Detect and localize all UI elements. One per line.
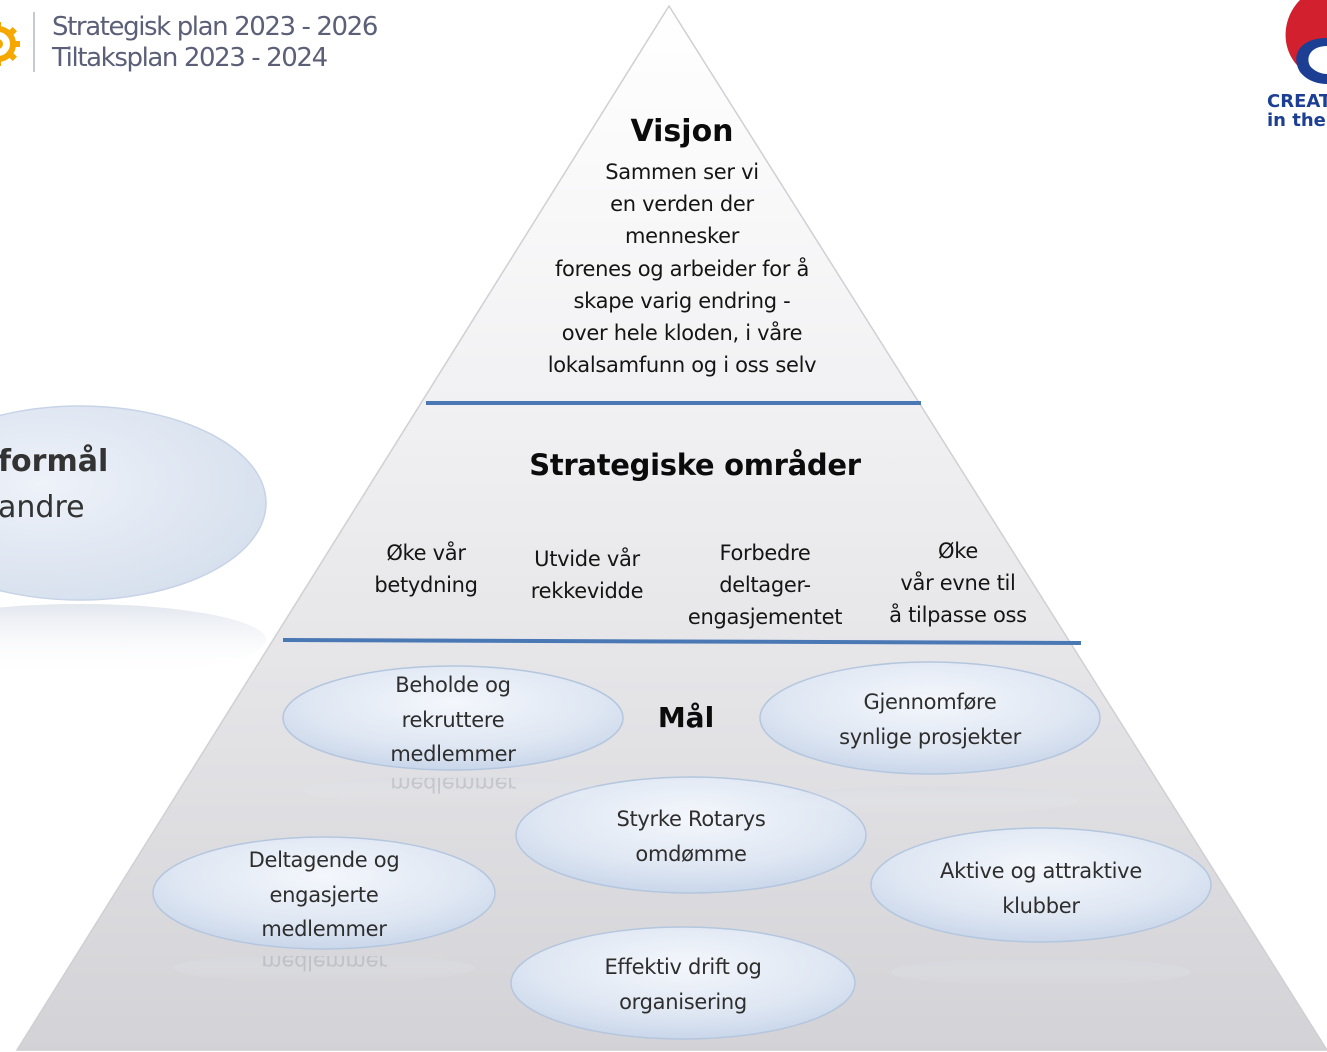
vision-statement: Sammen ser vi en verden der mennesker fo…: [482, 156, 882, 381]
goal-line: Beholde og: [395, 673, 511, 697]
vision-title: Visjon: [630, 114, 734, 149]
goal-ellipse-clubs: [870, 827, 1212, 943]
strategic-area-adapt: Øke vår evne til å tilpasse oss: [868, 535, 1048, 631]
strategic-area-line: Øke: [938, 539, 978, 563]
goal-ellipse-operations: [510, 926, 856, 1040]
goal-line: medlemmer: [390, 742, 516, 766]
goal-line: Gjennomføre: [863, 690, 997, 714]
strategic-area-line: deltager-: [719, 573, 811, 597]
goal-line: klubber: [1002, 893, 1080, 918]
goal-line: rekruttere: [401, 707, 505, 732]
goal-line: omdømme: [635, 841, 747, 866]
goal-engaged-reflection: medlemmer: [261, 956, 387, 974]
goal-reputation: Styrke Rotarys omdømme: [591, 802, 791, 871]
header-action-plan: Tiltaksplan 2023 - 2024: [52, 43, 328, 73]
strategic-area-line: Forbedre: [719, 541, 811, 565]
goal-active-clubs: Aktive og attraktive klubber: [921, 854, 1161, 923]
goal-engaged-members: Deltagende og engasjerte medlemmer: [214, 843, 434, 947]
purpose-text-line2: andre: [0, 490, 85, 525]
strategic-area-impact: Øke vår betydning: [346, 537, 506, 601]
strategic-area-line: vår evne til: [900, 571, 1016, 595]
strategic-area-line: rekkevidde: [530, 579, 644, 603]
strategic-area-line: å tilpasse oss: [889, 603, 1027, 627]
goals-title: Mål: [657, 701, 715, 734]
vision-line: Sammen ser vi: [605, 160, 759, 184]
goal-visible-projects: Gjennomføre synlige prosjekter: [800, 685, 1060, 754]
vision-line: en verden der: [610, 192, 754, 217]
strategic-area-line: engasjementet: [687, 605, 843, 629]
goal-line: Effektiv drift og: [604, 955, 762, 979]
rotary-wheel-logo: [0, 22, 20, 66]
brand-mark-logo: [1285, 0, 1327, 84]
vision-line: mennesker: [624, 224, 740, 249]
goal-retain-members: Beholde og rekruttere medlemmer: [353, 668, 553, 772]
purpose-ellipse: [0, 405, 267, 601]
brand-text-line1: CREAT: [1267, 91, 1327, 112]
purpose-ellipse-reflection: [0, 604, 266, 676]
goal-retain-reflection: medlemmer: [390, 778, 516, 796]
strategic-areas-title: Strategiske områder: [529, 448, 861, 482]
strategic-area-line: Øke vår: [386, 541, 466, 565]
vision-line: skape varig endring -: [573, 288, 791, 313]
goal-ellipse-members: [152, 836, 496, 950]
vision-line: forenes og arbeider for å: [554, 256, 810, 281]
goal-line: organisering: [619, 989, 747, 1014]
goal-line: engasjerte: [269, 882, 379, 907]
strategic-area-line: betydning: [374, 573, 478, 597]
vision-line: lokalsamfunn og i oss selv: [547, 353, 817, 378]
vision-line: over hele kloden, i våre: [561, 321, 803, 346]
goal-ellipse-retain: [282, 665, 624, 771]
divider-strategic-goals: [282, 638, 1082, 645]
goal-line: Styrke Rotarys: [616, 807, 766, 831]
goal-ellipse-reputation: [515, 776, 867, 894]
strategic-area-reach: Utvide vår rekkevidde: [507, 543, 667, 607]
goal-line: medlemmer: [261, 917, 387, 941]
goal-line: synlige prosjekter: [839, 724, 1021, 749]
goal-line: Aktive og attraktive: [940, 859, 1142, 883]
goal-efficient-operations: Effektiv drift og organisering: [573, 950, 793, 1019]
brand-text-line2: in the: [1267, 110, 1326, 131]
purpose-text-line1: formål: [0, 444, 109, 479]
strategic-area-engagement: Forbedre deltager- engasjementet: [675, 537, 855, 633]
goal-ellipse-projects: [759, 661, 1101, 775]
goal-line: Deltagende og: [248, 848, 400, 872]
strategic-area-line: Utvide vår: [534, 547, 640, 571]
header-strategic-plan: Strategisk plan 2023 - 2026: [52, 12, 378, 42]
